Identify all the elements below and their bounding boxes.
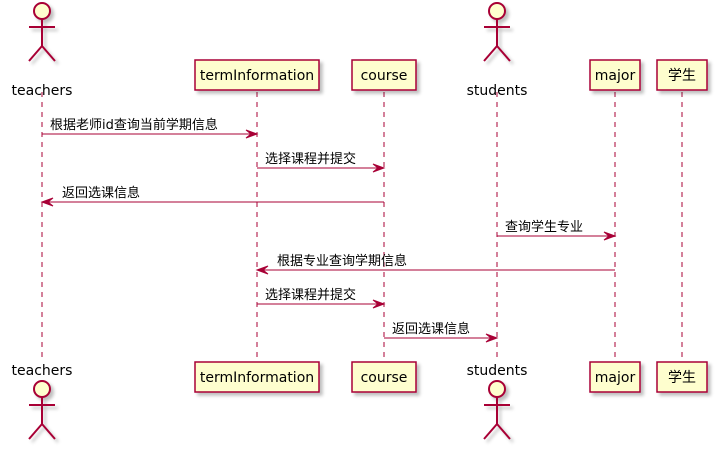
participant-xuesheng-top-box: 学生 xyxy=(656,59,708,91)
participant-termInformation-bottom-box: termInformation xyxy=(194,361,320,393)
message-7-arrowhead-icon xyxy=(485,333,499,343)
message-4: 查询学生专业 xyxy=(497,219,617,241)
participant-course-top-box: course xyxy=(351,59,417,91)
participant-termInformation-top-label: termInformation xyxy=(200,68,314,84)
messages: 根据老师id查询当前学期信息选择课程并提交返回选课信息查询学生专业根据专业查询学… xyxy=(40,117,617,343)
message-2: 选择课程并提交 xyxy=(257,151,386,173)
message-3: 返回选课信息 xyxy=(40,185,384,207)
participant-students-top-actor-icon xyxy=(483,2,511,62)
participant-course-bottom-label: course xyxy=(361,370,408,386)
participant-course-top-label: course xyxy=(361,68,408,84)
participant-termInformation-bottom-label: termInformation xyxy=(200,370,314,386)
participant-teachers-top-label: teachers xyxy=(12,83,73,99)
participant-students-top-label: students xyxy=(467,83,528,99)
participant-major-top-box: major xyxy=(589,59,641,91)
message-3-arrowhead-icon xyxy=(40,197,54,207)
message-6-label: 选择课程并提交 xyxy=(265,287,356,303)
participant-students-bottom-actor-icon xyxy=(483,380,511,440)
message-4-label: 查询学生专业 xyxy=(505,219,583,235)
message-1-arrowhead-icon xyxy=(245,129,259,139)
message-6: 选择课程并提交 xyxy=(257,287,386,309)
participant-major-bottom-label: major xyxy=(595,370,636,386)
lifelines xyxy=(41,92,683,362)
message-7-label: 返回选课信息 xyxy=(392,321,470,337)
message-2-label: 选择课程并提交 xyxy=(265,151,356,167)
participant-teachers-top-actor-icon xyxy=(28,2,56,62)
message-5: 根据专业查询学期信息 xyxy=(255,253,615,275)
message-3-label: 返回选课信息 xyxy=(62,185,140,201)
participant-major-bottom-box: major xyxy=(589,361,641,393)
message-2-arrowhead-icon xyxy=(372,163,386,173)
participant-xuesheng-bottom-box: 学生 xyxy=(656,361,708,393)
message-5-arrowhead-icon xyxy=(255,265,269,275)
message-4-arrowhead-icon xyxy=(603,231,617,241)
message-7: 返回选课信息 xyxy=(384,321,499,343)
participant-xuesheng-bottom-label: 学生 xyxy=(668,370,696,386)
participant-major-top-label: major xyxy=(595,68,636,84)
message-5-label: 根据专业查询学期信息 xyxy=(277,253,407,269)
message-1-label: 根据老师id查询当前学期信息 xyxy=(50,117,218,133)
participant-course-bottom-box: course xyxy=(351,361,417,393)
participant-students-bottom-label: students xyxy=(467,363,528,379)
participant-teachers-bottom-actor-icon xyxy=(28,380,56,440)
participant-termInformation-top-box: termInformation xyxy=(194,59,320,91)
message-1: 根据老师id查询当前学期信息 xyxy=(42,117,259,139)
participant-xuesheng-top-label: 学生 xyxy=(668,68,696,84)
participant-heads: teachers teachers termInformation termInfor… xyxy=(12,2,708,440)
message-6-arrowhead-icon xyxy=(372,299,386,309)
participant-teachers-bottom-label: teachers xyxy=(12,363,73,379)
